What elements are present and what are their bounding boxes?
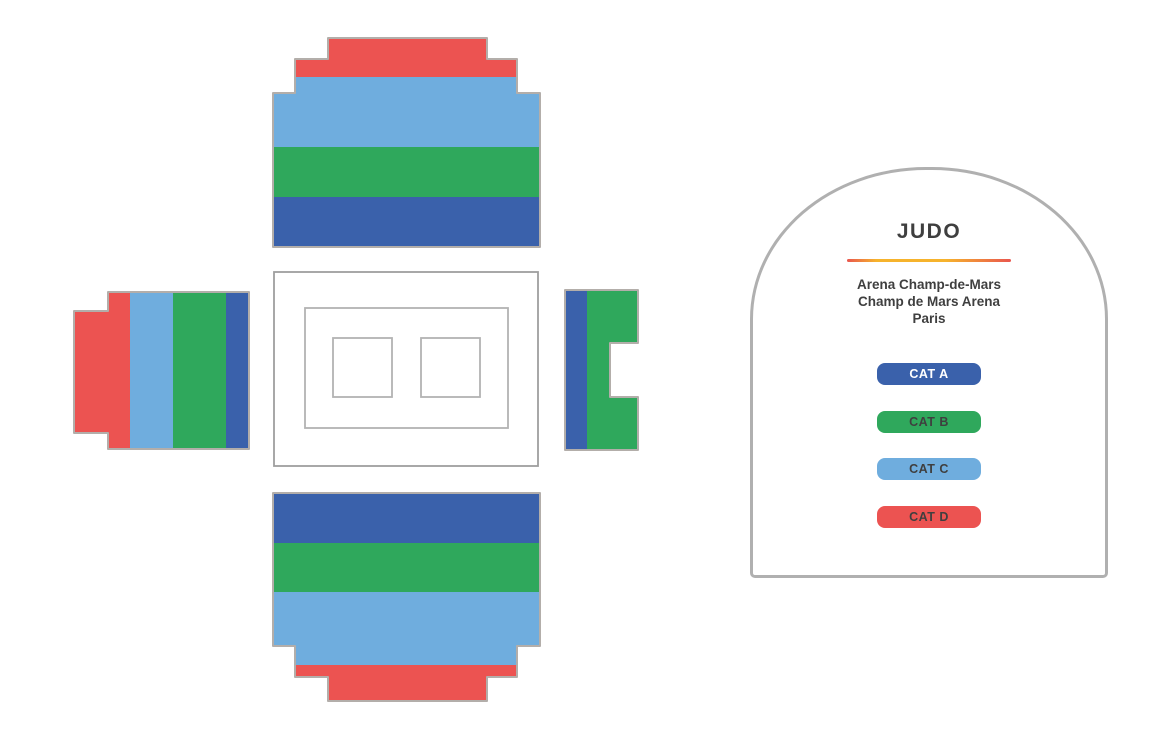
north-stand-cat-d-section[interactable] xyxy=(273,38,540,77)
sport-title: JUDO xyxy=(896,220,962,243)
west-stand-cat-a-section[interactable] xyxy=(226,292,249,449)
judo-mat-right xyxy=(420,337,481,398)
south-stand-cat-b-section[interactable] xyxy=(273,543,540,592)
north-stand xyxy=(272,37,541,248)
south-stand-cat-a-section[interactable] xyxy=(273,493,540,543)
field-of-play xyxy=(273,271,539,467)
field-inner-boundary xyxy=(304,307,509,429)
south-stand-cat-c-section[interactable] xyxy=(273,592,540,665)
north-stand-cat-a-section[interactable] xyxy=(273,197,540,247)
venue-name-line-2: Champ de Mars Arena xyxy=(857,294,1001,309)
east-stand-outline xyxy=(564,289,639,451)
north-stand-outline xyxy=(272,37,541,248)
gradient-divider xyxy=(847,259,1011,262)
venue-city: Paris xyxy=(912,311,946,326)
east-stand-cat-b-section[interactable] xyxy=(587,290,638,450)
venue-info-panel: JUDO Arena Champ-de-Mars Champ de Mars A… xyxy=(750,167,1108,578)
west-stand xyxy=(73,291,250,450)
legend-badge-cat-d[interactable]: CAT D xyxy=(877,506,981,528)
west-stand-outline xyxy=(73,291,250,450)
legend-badge-cat-a[interactable]: CAT A xyxy=(877,363,981,385)
legend-badge-cat-c[interactable]: CAT C xyxy=(877,458,981,480)
north-stand-cat-c-section[interactable] xyxy=(273,77,540,147)
south-stand-outline xyxy=(272,492,541,702)
field-outer-boundary xyxy=(273,271,539,467)
venue-name: Arena Champ-de-Mars Champ de Mars Arena … xyxy=(753,276,1105,327)
legend-badge-cat-b[interactable]: CAT B xyxy=(877,411,981,433)
west-stand-cat-d-section[interactable] xyxy=(74,292,130,449)
judo-mat-left xyxy=(332,337,393,398)
seating-map xyxy=(73,37,639,702)
west-stand-cat-b-section[interactable] xyxy=(173,292,226,449)
west-stand-cat-c-section[interactable] xyxy=(130,292,173,449)
venue-name-line-1: Arena Champ-de-Mars xyxy=(856,277,1002,292)
south-stand xyxy=(272,492,541,702)
east-stand-cat-a-section[interactable] xyxy=(565,290,587,450)
south-stand-cat-d-section[interactable] xyxy=(273,665,540,701)
north-stand-cat-b-section[interactable] xyxy=(273,147,540,197)
east-stand xyxy=(564,289,639,451)
